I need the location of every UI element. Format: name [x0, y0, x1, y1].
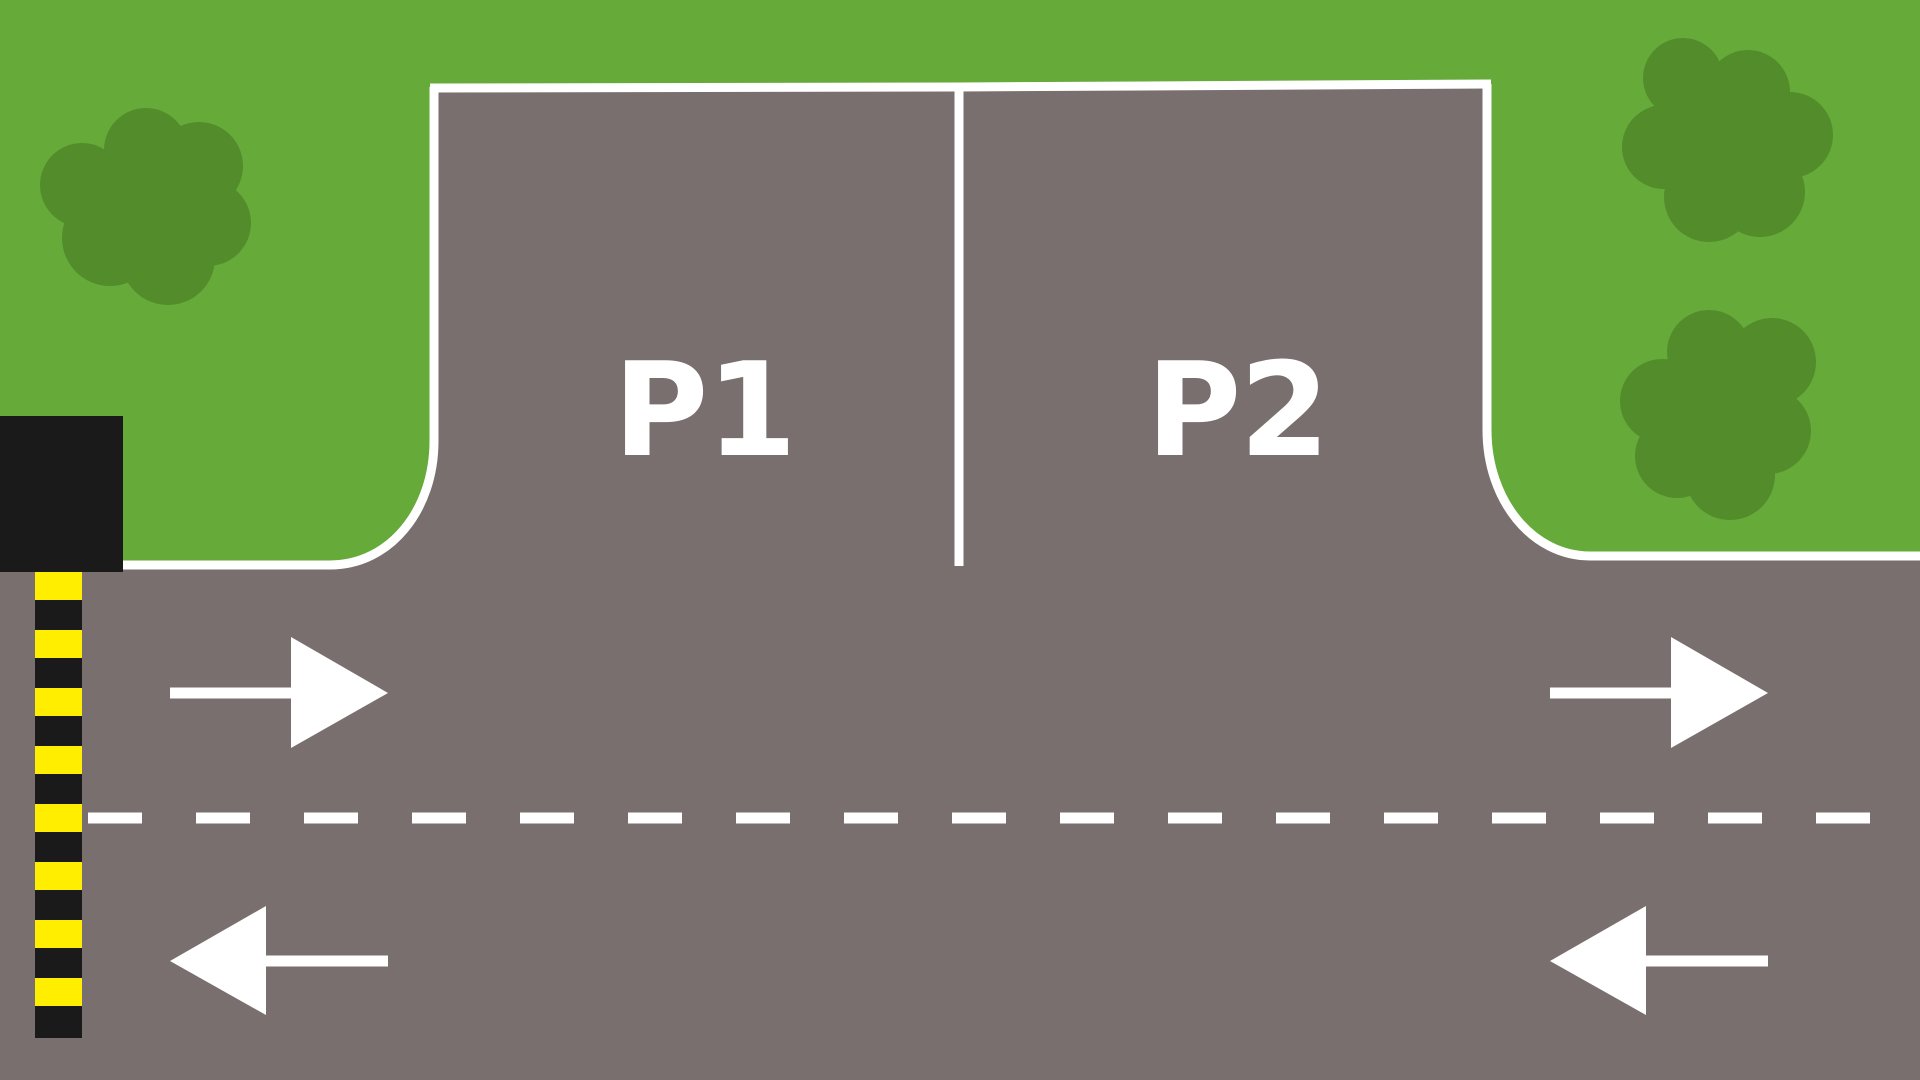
- tree-icon: [1622, 38, 1833, 242]
- tree-icon: [40, 108, 251, 305]
- tree-icon: [1620, 310, 1816, 520]
- boom-barrier-arm[interactable]: [35, 572, 82, 1038]
- arrow-left-icon: [170, 906, 388, 1015]
- arrow-right-icon: [170, 637, 388, 748]
- curb-right: [1482, 84, 1920, 561]
- slot-label-p1[interactable]: P1: [613, 334, 797, 486]
- boom-barrier-housing: [0, 416, 123, 572]
- arrow-right-icon: [1550, 637, 1768, 748]
- arrow-left-icon: [1550, 906, 1768, 1015]
- curb-left: [120, 87, 439, 570]
- slot-label-p2[interactable]: P2: [1146, 334, 1330, 486]
